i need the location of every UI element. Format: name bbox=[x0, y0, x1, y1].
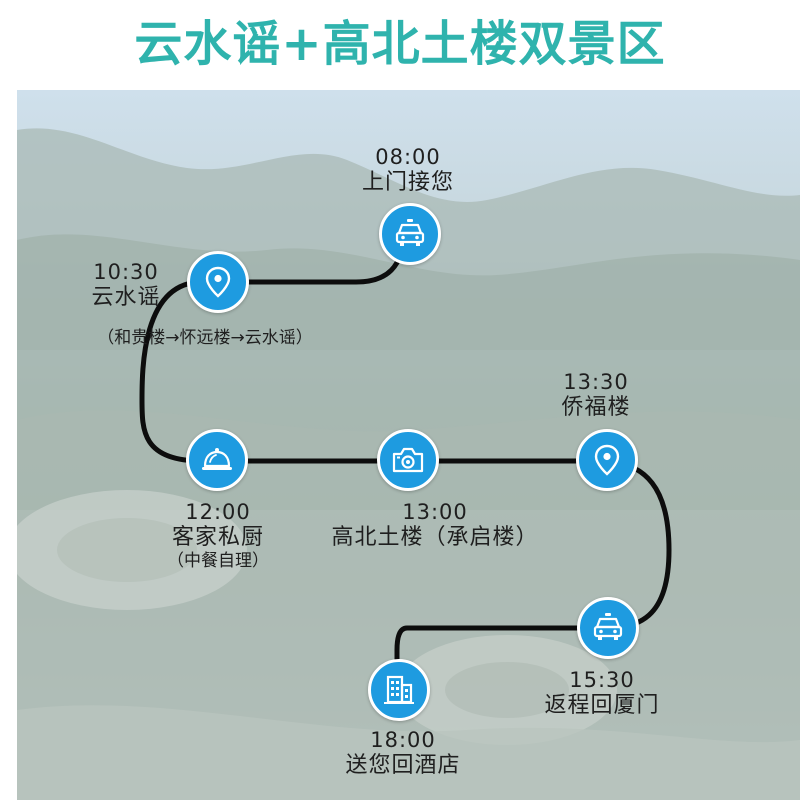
stop-label-return: 15:30 返程回厦门 bbox=[544, 668, 659, 719]
stop-note: （中餐自理） bbox=[167, 550, 269, 571]
stop-gaobei-tulou bbox=[377, 429, 439, 491]
stop-hakka-kitchen bbox=[186, 429, 248, 491]
stop-name: 送您回酒店 bbox=[345, 752, 461, 778]
taxi-icon bbox=[593, 613, 623, 640]
stop-yunshuiyao bbox=[187, 251, 249, 313]
stop-time: 08:00 bbox=[375, 145, 441, 169]
stop-name: 高北土楼（承启楼） bbox=[331, 524, 539, 550]
stop-label-pickup: 08:00 上门接您 bbox=[362, 145, 454, 196]
stop-label-hotel: 18:00 送您回酒店 bbox=[345, 728, 460, 779]
taxi-icon bbox=[395, 219, 425, 246]
stop-label-qiaofu-lou: 13:30 侨福楼 bbox=[561, 370, 630, 421]
stop-hotel bbox=[368, 659, 430, 721]
stop-time: 12:00 bbox=[185, 500, 251, 524]
map-pin-icon bbox=[205, 266, 231, 298]
stop-name: 云水谣 bbox=[91, 284, 161, 310]
stop-time: 10:30 bbox=[93, 260, 159, 284]
stop-time: 13:00 bbox=[402, 500, 468, 524]
stop-name: 上门接您 bbox=[361, 169, 455, 195]
stop-name: 侨福楼 bbox=[561, 394, 631, 420]
stop-name: 返程回厦门 bbox=[544, 692, 660, 718]
itinerary-map: 08:00 上门接您 10:30 云水谣 （和贵楼→怀远楼→云水谣） 12:00… bbox=[17, 90, 800, 800]
stop-label-hakka-kitchen: 12:00 客家私厨 （中餐自理） bbox=[167, 500, 269, 571]
stop-pickup-taxi bbox=[379, 203, 441, 265]
map-pin-icon bbox=[594, 444, 620, 476]
stop-time: 13:30 bbox=[563, 370, 629, 394]
stop-return-taxi bbox=[577, 597, 639, 659]
stop-label-gaobei-tulou: 13:00 高北土楼（承启楼） bbox=[331, 500, 538, 551]
hotel-building-icon bbox=[384, 675, 414, 704]
stop-time: 15:30 bbox=[569, 668, 635, 692]
stop-note-yunshuiyao: （和贵楼→怀远楼→云水谣） bbox=[97, 328, 313, 348]
stop-time: 18:00 bbox=[370, 728, 436, 752]
stop-note: （和贵楼→怀远楼→云水谣） bbox=[97, 328, 313, 348]
stop-qiaofu-lou bbox=[576, 429, 638, 491]
stop-name: 客家私厨 bbox=[171, 524, 264, 550]
page-title: 云水谣+高北土楼双景区 bbox=[134, 16, 666, 72]
stop-label-yunshuiyao: 10:30 云水谣 bbox=[91, 260, 160, 311]
food-cloche-icon bbox=[202, 448, 232, 470]
camera-icon bbox=[392, 447, 424, 473]
